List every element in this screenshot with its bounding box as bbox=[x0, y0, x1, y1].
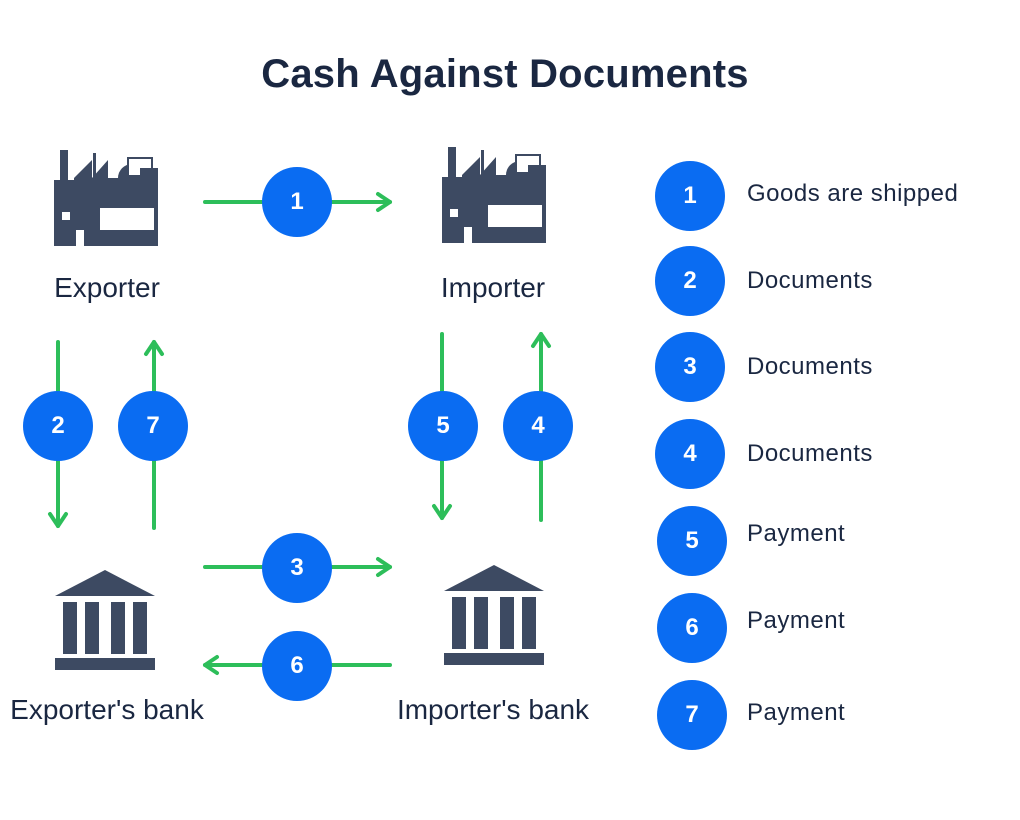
legend-text-7: Payment bbox=[747, 699, 846, 726]
legend-badge-6: 6 bbox=[657, 593, 727, 663]
diagram-title: Cash Against Documents bbox=[261, 52, 749, 96]
factory-icon bbox=[54, 150, 158, 246]
legend-badge-3: 3 bbox=[655, 332, 725, 402]
legend-badge-1: 1 bbox=[655, 161, 725, 231]
bank-icon bbox=[444, 565, 544, 665]
flow-step-badge-2: 2 bbox=[23, 391, 93, 461]
legend-badge-2: 2 bbox=[655, 246, 725, 316]
flow-step-badge-3: 3 bbox=[262, 533, 332, 603]
factory-icon bbox=[442, 147, 546, 243]
node-exporter-bank-label: Exporter's bank bbox=[10, 694, 204, 725]
node-exporter-label: Exporter bbox=[54, 272, 160, 303]
flow-step-badge-4: 4 bbox=[503, 391, 573, 461]
flow-step-badge-5: 5 bbox=[408, 391, 478, 461]
legend-text-5: Payment bbox=[747, 520, 846, 547]
legend-text-3: Documents bbox=[747, 353, 873, 380]
flow-step-badge-6: 6 bbox=[262, 631, 332, 701]
legend-badge-5: 5 bbox=[657, 506, 727, 576]
legend-badge-7: 7 bbox=[657, 680, 727, 750]
legend-text-1: Goods are shipped bbox=[747, 180, 959, 207]
legend-text-4: Documents bbox=[747, 440, 873, 467]
flow-step-badge-1: 1 bbox=[262, 167, 332, 237]
legend-text-2: Documents bbox=[747, 267, 873, 294]
flow-step-badge-7: 7 bbox=[118, 391, 188, 461]
bank-icon bbox=[55, 570, 155, 670]
legend-text-6: Payment bbox=[747, 607, 846, 634]
node-importer-label: Importer bbox=[440, 272, 546, 303]
legend-badge-4: 4 bbox=[655, 419, 725, 489]
node-importer-bank-label: Importer's bank bbox=[396, 694, 590, 725]
